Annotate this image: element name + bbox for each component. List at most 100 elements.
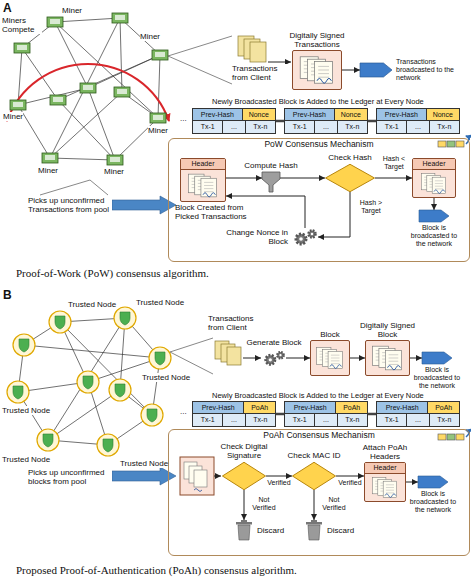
figure-caption: Proposed Proof-of-Authentication (PoAh) … (16, 564, 297, 577)
ledger-arrow (466, 430, 469, 437)
connector (350, 358, 365, 359)
pool-arrow (112, 467, 176, 485)
gear-hole (269, 358, 272, 361)
node-label: Check Digital Signature (213, 442, 275, 460)
funnel-shape (262, 172, 280, 192)
ledger-block: Prev-HashPoAhTx-1...Tx-n (192, 401, 276, 427)
node-label: Discard (327, 526, 367, 535)
trusted-node-label: Trusted Node (120, 459, 168, 468)
transaction-cell: ... (406, 121, 428, 133)
node-label: Generate Block (244, 338, 304, 347)
funnel-body (262, 172, 280, 192)
arrow-shape (418, 476, 448, 488)
block-header-row: Prev-HashNonce (377, 109, 459, 121)
arrow-shape (422, 352, 452, 364)
block-field: Prev-Hash (285, 109, 334, 120)
pool-arrow (112, 196, 176, 214)
node-label: Transactions broadcasted to the network (396, 58, 474, 82)
trash-handle (311, 520, 317, 522)
doc-sheet (432, 177, 446, 193)
edge-label: Hash > Target (354, 199, 388, 215)
arrow-body (418, 476, 448, 488)
block-field: Prev-Hash (193, 402, 243, 413)
document-icons (181, 170, 225, 201)
block-body-row: Tx-1...Tx-n (377, 414, 459, 426)
chain-link (368, 120, 376, 123)
transaction-cell: Tx-n (429, 414, 459, 426)
block-field: PoAh (427, 402, 459, 413)
gear (266, 355, 275, 364)
ledger-note: Newly Broadcasted Block is Added to the … (212, 391, 424, 400)
edge-label: Not Verified (318, 496, 350, 512)
node-label: Attach PoAh Headers (355, 443, 415, 461)
signed-block-box: Digitally Signed Block (365, 340, 410, 376)
doc-line (389, 358, 399, 359)
node-label: Discard (257, 526, 297, 535)
signature (388, 366, 401, 370)
node-label: Block Created from Picked Transactions (175, 203, 267, 221)
decision-diamond: Check MAC ID (292, 462, 336, 490)
arrow-shape (360, 63, 392, 77)
decision-diamond: Check Digital Signature (222, 462, 266, 490)
header-label: Header (365, 463, 405, 473)
ledger-block: Prev-HashNonceTx-1...Tx-n (192, 108, 276, 134)
block-header-row: Prev-HashNonce (193, 109, 275, 121)
block-field: Prev-Hash (377, 402, 427, 413)
node-label: Block is broadcasted to the network (407, 490, 459, 514)
miner-label: Miner (3, 112, 23, 121)
trusted-node-label: Trusted Node (2, 455, 50, 464)
document-icons (366, 341, 409, 375)
transaction-cell: ... (314, 121, 336, 133)
node-label: Block (308, 330, 352, 339)
gear (277, 352, 283, 358)
hash-funnel: Compute Hash (262, 172, 280, 192)
nonce-gears: Change Nonce in Block (292, 228, 318, 246)
trash-lid (236, 522, 252, 525)
doc-line (386, 492, 394, 493)
transaction-cell: Tx-1 (377, 414, 406, 426)
connector (286, 358, 310, 359)
ellipsis: ... (180, 407, 187, 416)
ledger-block: Prev-HashNonceTx-1...Tx-n (284, 108, 368, 134)
pool-label: Picks up unconfirmed blocks from pool (28, 468, 112, 486)
transaction-cell: Tx-1 (193, 121, 222, 133)
document-icons (413, 170, 455, 197)
doc-line (389, 364, 399, 365)
doc-line (389, 361, 399, 362)
doc-line (204, 182, 213, 183)
document-icons (365, 474, 405, 501)
transaction-cell: Tx-n (245, 414, 275, 426)
flow-arrow (214, 476, 221, 477)
doc-line (331, 358, 340, 359)
decision-diamond: Check Hash (325, 164, 375, 192)
doc-sheet (385, 350, 401, 369)
transaction-cell: ... (222, 121, 244, 133)
gear-hole (279, 354, 281, 356)
header-label: Header (181, 159, 225, 169)
network-label: Miners Compete (2, 16, 42, 34)
doc-line (331, 355, 340, 356)
doc-line (386, 487, 394, 488)
edge-label: Verified (336, 479, 364, 487)
node-label: Check MAC ID (283, 451, 345, 460)
node-label: Block is broadcasted to the network (407, 224, 461, 248)
panel-title: PoAh Consensus Mechanism (263, 430, 375, 440)
trusted-network (18, 318, 160, 445)
block-body-row: Tx-1...Tx-n (193, 414, 275, 426)
discard-bin: Discard (305, 520, 323, 540)
gears-shape (292, 228, 318, 246)
node-label: Block is broadcasted to the network (411, 366, 463, 390)
connector (434, 198, 435, 210)
broadcast-arrow: Transactions broadcasted to the network (360, 63, 392, 77)
doc-line (435, 183, 443, 184)
signature (203, 193, 215, 197)
consensus-panel: PoAh Consensus MechanismCheck Digital Si… (168, 429, 470, 556)
chain-link (276, 413, 284, 416)
trusted-node-label: Trusted Node (136, 298, 184, 307)
block-field: PoAh (335, 402, 367, 413)
header-label: Header (413, 159, 455, 169)
transaction-cell: Tx-n (429, 121, 459, 133)
block-body-row: Tx-1...Tx-n (285, 414, 367, 426)
diamond-shape (292, 462, 336, 490)
